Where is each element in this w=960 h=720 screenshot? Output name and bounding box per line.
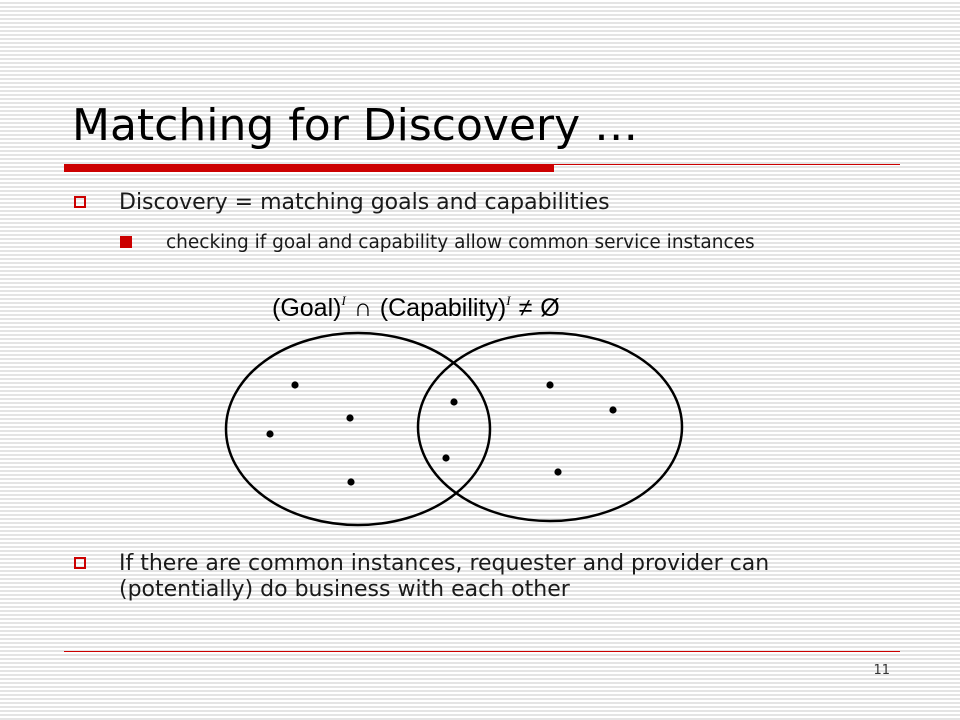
capability-set-ellipse — [416, 331, 684, 523]
page-number: 11 — [873, 663, 890, 678]
goal-instance-dot — [266, 430, 274, 438]
goal-instance-dot — [346, 414, 354, 422]
sub-bullet-checking: checking if goal and capability allow co… — [120, 230, 880, 256]
goal-set-ellipse — [224, 331, 492, 527]
capability-instance-dot — [546, 381, 554, 389]
bullet-common-instances: If there are common instances, requester… — [74, 551, 904, 603]
goal-instance-dot — [347, 478, 355, 486]
formula-empty-set: Ø — [540, 294, 560, 322]
formula-not-equal-symbol: ≠ — [518, 294, 533, 322]
hollow-square-icon — [74, 196, 86, 208]
goal-instance-dot — [291, 381, 299, 389]
formula-goal: (Goal) — [272, 294, 342, 322]
common-instance-dot — [450, 398, 458, 406]
footer-rule — [64, 651, 900, 652]
intersection-formula: (Goal)I∩(Capability)I≠Ø — [272, 293, 560, 323]
bullet-discovery: Discovery = matching goals and capabilit… — [74, 190, 904, 216]
formula-intersect-symbol: ∩ — [353, 294, 372, 322]
slide-title: Matching for Discovery … — [72, 100, 639, 151]
formula-goal-superscript: I — [341, 293, 346, 308]
common-instance-dot — [442, 454, 450, 462]
hollow-square-icon — [74, 557, 86, 569]
formula-capability-superscript: I — [506, 293, 511, 308]
filled-square-icon — [120, 236, 132, 248]
venn-diagram — [224, 331, 684, 527]
title-underline-accent — [64, 164, 554, 172]
sub-bullet-checking-text: checking if goal and capability allow co… — [166, 232, 755, 253]
formula-capability: (Capability) — [379, 294, 507, 322]
bullet-discovery-text: Discovery = matching goals and capabilit… — [119, 190, 610, 215]
title-underline-rule — [554, 164, 900, 165]
bullet-common-instances-text: If there are common instances, requester… — [119, 551, 770, 602]
capability-instance-dot — [554, 468, 562, 476]
capability-instance-dot — [609, 406, 617, 414]
